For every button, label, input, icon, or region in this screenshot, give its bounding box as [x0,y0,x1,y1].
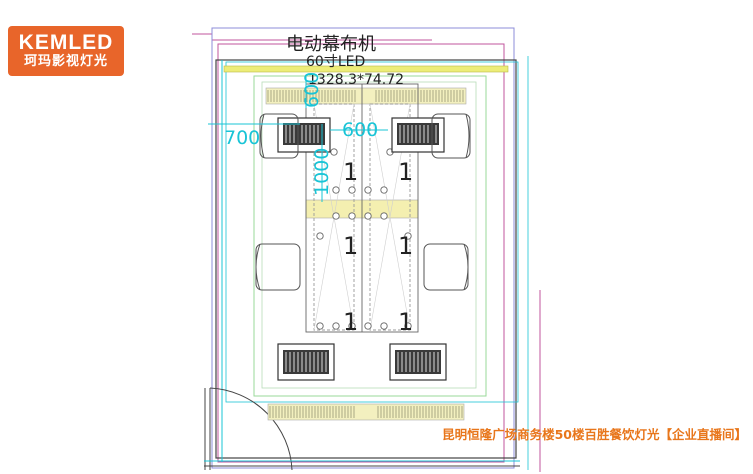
chair-top-right [431,113,471,159]
screen-bar [265,87,467,105]
chair-mid-right [423,243,469,291]
chair-top-left [259,113,299,159]
dimension-600-vertical: 600 [301,72,323,108]
image-caption: 昆明恒隆广场商务楼50楼百胜餐饮灯光【企业直播间】 [442,427,747,442]
fixture-label: 1 [343,232,358,260]
rig-nodes [316,148,412,330]
brand-name: KEMLED [18,31,114,54]
dimension-700: 700 [224,127,260,149]
led-label: 60寸LED [306,54,365,70]
fixture-label: 1 [398,232,413,260]
brand-subtitle: 珂玛影视灯光 [23,54,108,69]
brand-logo: KEMLED 珂玛影视灯光 [8,26,124,76]
fixture-label: 1 [398,308,413,336]
dimension-1000: 1000 [311,148,333,196]
room-outlines [192,27,541,472]
size-label: 1328.3*74.72 [308,72,404,88]
diagram-title: 电动幕布机 [286,34,376,55]
bottom-truss [267,403,465,421]
fixture-label: 1 [343,308,358,336]
fixture-label: 1 [343,158,358,186]
door [204,387,520,471]
dimension-lines [208,76,388,202]
chair-mid-left [255,243,301,291]
dimension-600-horizontal: 600 [342,119,378,141]
fixture-label: 1 [398,158,413,186]
